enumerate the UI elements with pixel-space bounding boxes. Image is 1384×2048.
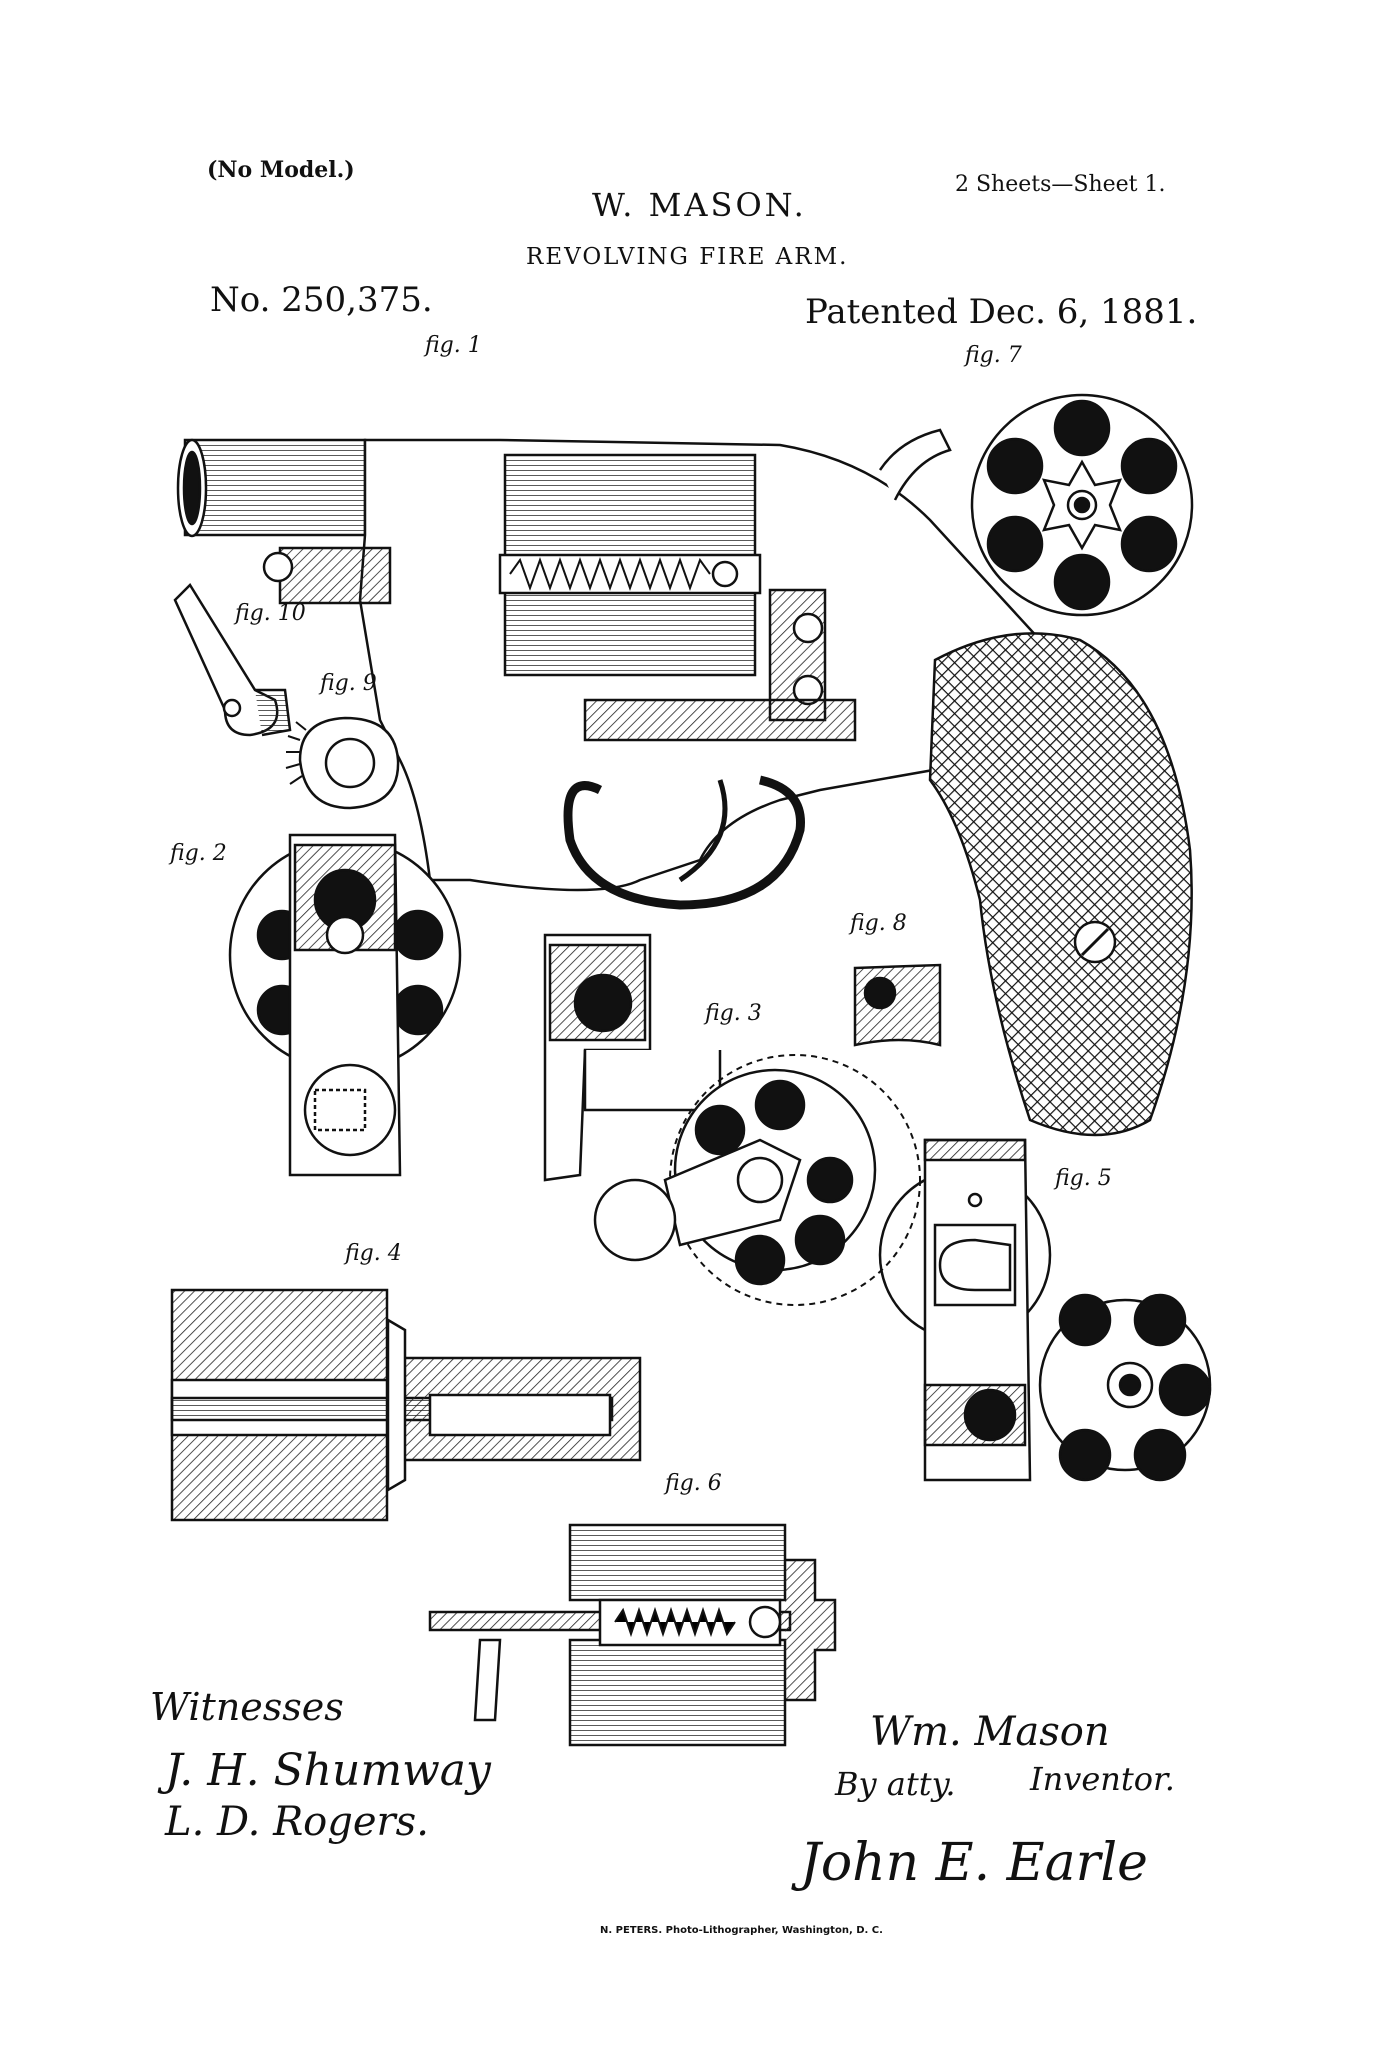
figure-7-cylinder-end <box>970 393 1194 617</box>
attorney-label: By atty. <box>834 1765 956 1803</box>
fig-3-caption: fig. 3 <box>703 1001 762 1026</box>
fig-9-caption: fig. 9 <box>318 671 377 696</box>
witnesses-label: Witnesses <box>150 1685 344 1729</box>
fig-6-caption: fig. 6 <box>663 1471 722 1496</box>
figure-9-washer <box>285 716 400 810</box>
attorney-signature: John E. Earle <box>791 1833 1148 1893</box>
inventor-label: Inventor. <box>1029 1760 1175 1798</box>
figure-1-revolver <box>176 428 1193 1137</box>
fig-5-caption: fig. 5 <box>1053 1166 1112 1191</box>
fig-4-caption: fig. 4 <box>343 1241 402 1266</box>
figure-6-section <box>428 1523 837 1747</box>
invention-title: REVOLVING FIRE ARM. <box>526 244 849 270</box>
figure-5-frame-section <box>878 1138 1212 1482</box>
patent-date: Patented Dec. 6, 1881. <box>805 292 1198 332</box>
figure-2-frame-section <box>228 833 462 1177</box>
figure-10-lever <box>173 583 292 737</box>
inventor-name: W. MASON. <box>592 186 807 224</box>
witness-1-signature: J. H. Shumway <box>157 1745 492 1796</box>
lithographer-imprint: N. PETERS. Photo-Lithographer, Washingto… <box>600 1925 883 1936</box>
figure-4-section <box>170 1288 642 1522</box>
fig-7-caption: fig. 7 <box>963 343 1022 368</box>
figure-3-crane <box>543 933 921 1306</box>
no-model-note: (No Model.) <box>207 157 355 183</box>
patent-number: No. 250,375. <box>210 280 433 320</box>
fig-1-caption: fig. 1 <box>423 333 482 358</box>
barrel <box>183 438 367 537</box>
figure-8-section <box>853 963 942 1047</box>
fig-10-caption: fig. 10 <box>233 601 306 626</box>
witness-2-signature: L. D. Rogers. <box>164 1799 429 1845</box>
fig-8-caption: fig. 8 <box>848 911 907 936</box>
inventor-signature: Wm. Mason <box>870 1709 1110 1755</box>
fig-2-caption: fig. 2 <box>168 841 227 866</box>
sheet-count: 2 Sheets—Sheet 1. <box>955 172 1166 197</box>
grip <box>928 632 1193 1137</box>
